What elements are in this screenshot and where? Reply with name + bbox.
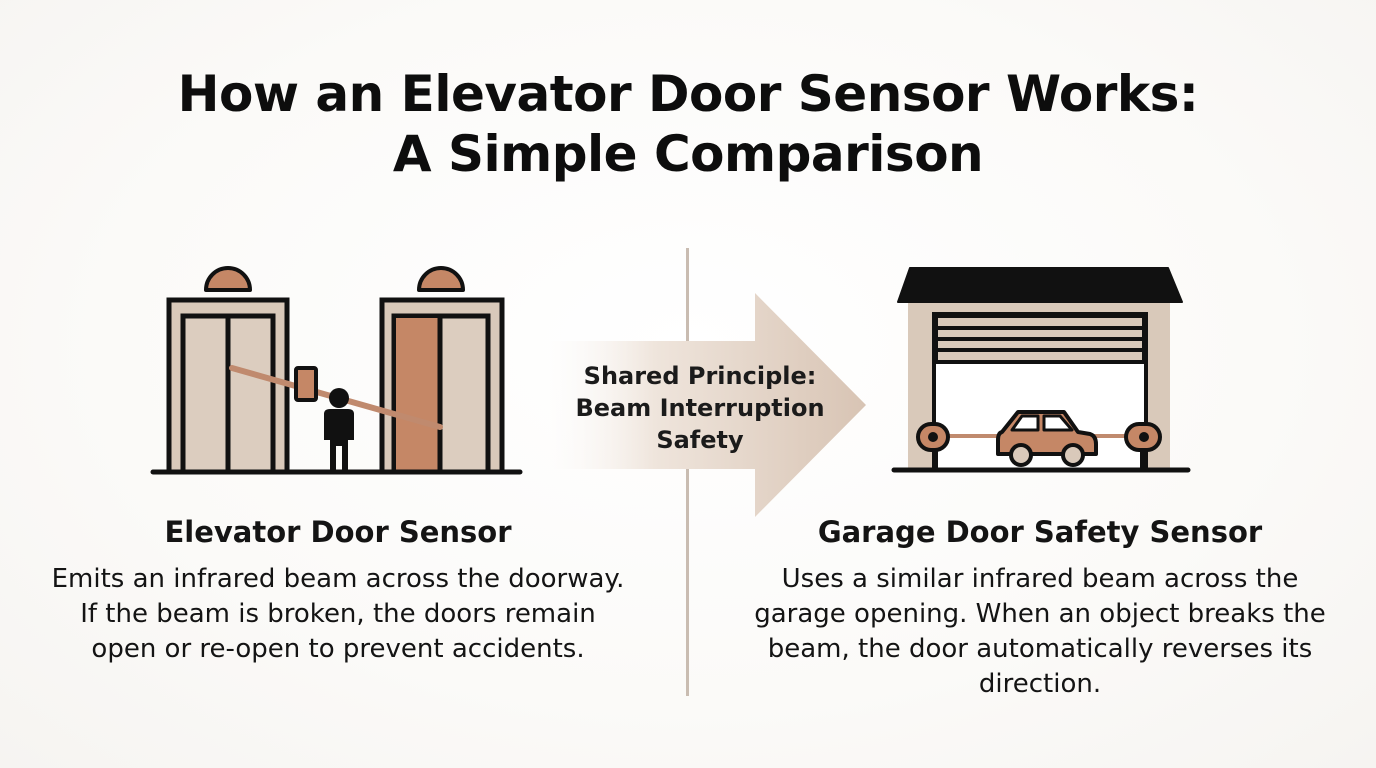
garage-heading: Garage Door Safety Sensor [817, 515, 1263, 549]
person-icon [324, 388, 354, 474]
garage-illustration [891, 267, 1191, 473]
title-line-2: A Simple Comparison [392, 125, 984, 183]
garage-roof-icon [897, 267, 1183, 303]
elevator-indicator-icon [204, 266, 252, 292]
sensor-icon [294, 366, 318, 402]
elevator-indicator-icon [417, 266, 465, 292]
title-line-1: How an Elevator Door Sensor Works: [177, 65, 1199, 123]
elevator-description: Emits an infrared beam across the doorwa… [51, 564, 625, 664]
garage-description: Uses a similar infrared beam across the … [754, 564, 1326, 699]
shared-principle-label: Shared Principle: Beam Interruption Safe… [540, 360, 860, 456]
car-icon [996, 410, 1098, 467]
center-divider [686, 248, 689, 696]
page-title: How an Elevator Door Sensor Works: A Sim… [0, 64, 1376, 184]
elevator-illustration [150, 266, 523, 475]
garage-door-icon [934, 314, 1146, 364]
comparison-arrow-icon [540, 293, 866, 517]
shared-principle-line-2: Beam Interruption [575, 394, 825, 422]
shared-principle-line-3: Safety [656, 426, 744, 454]
shared-principle-line-1: Shared Principle: [583, 362, 817, 390]
elevator-heading: Elevator Door Sensor [164, 515, 512, 549]
sensor-icon [1124, 422, 1162, 468]
sensor-icon [916, 422, 950, 468]
